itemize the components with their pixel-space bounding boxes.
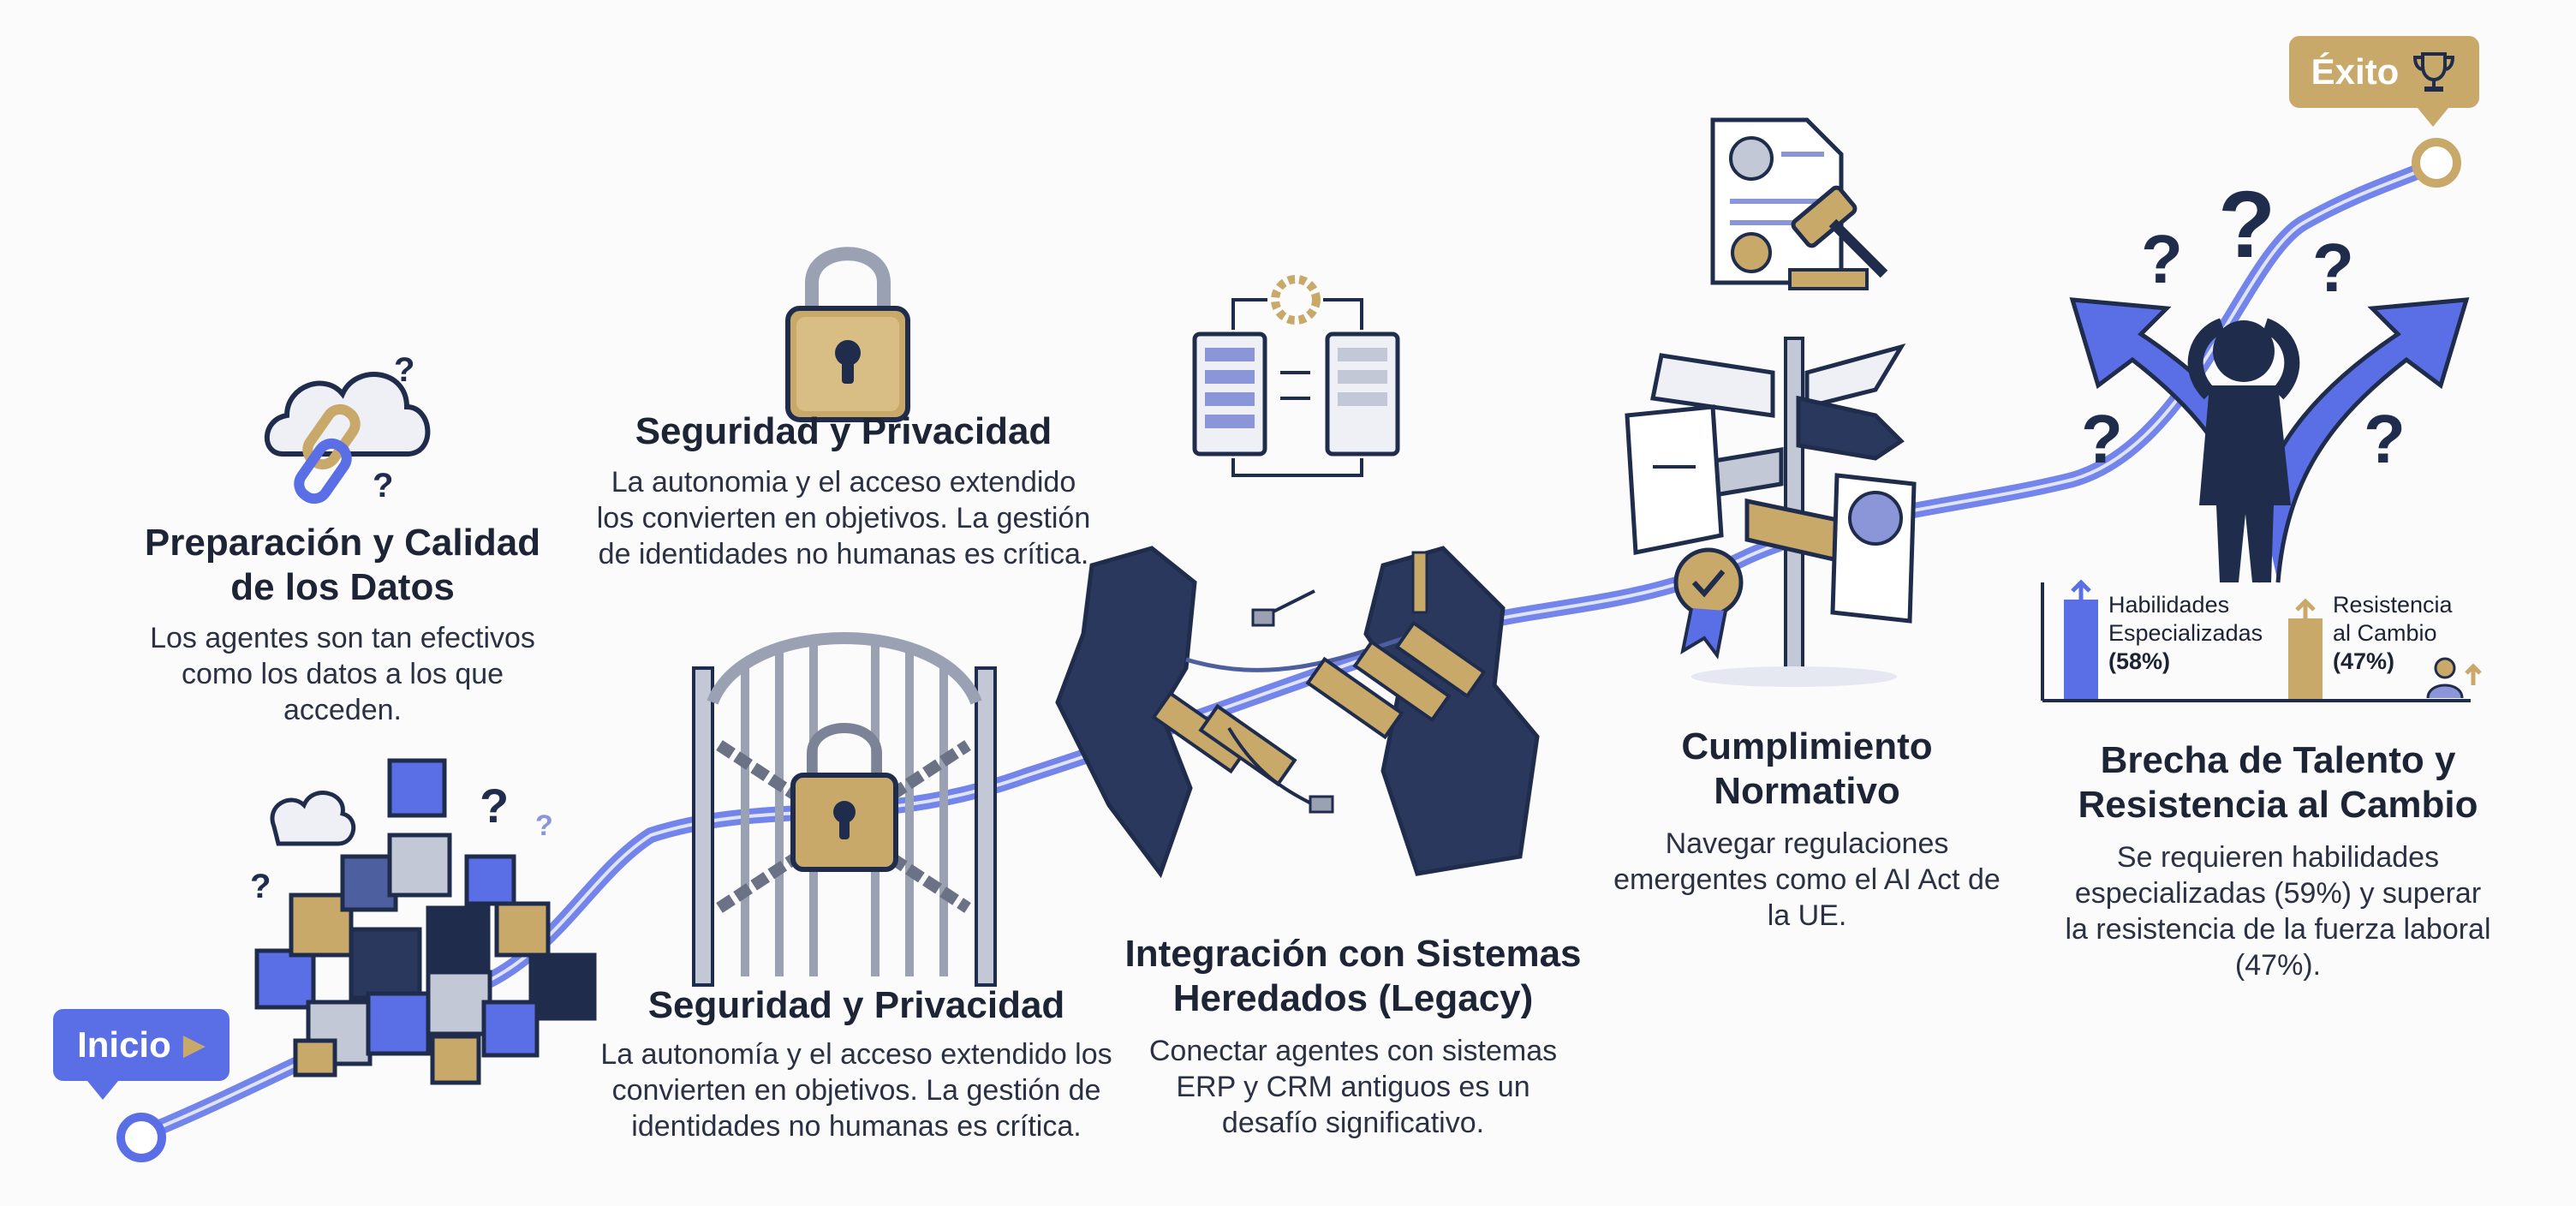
svg-text:?: ? xyxy=(2081,401,2123,477)
stat-value: (58%) xyxy=(2108,648,2171,674)
start-node xyxy=(116,1113,166,1162)
stage-description: Se requieren habilidades especializadas … xyxy=(2065,841,2491,982)
svg-text:?: ? xyxy=(250,868,271,905)
stat-skills: Habilidades Especializadas (58%) xyxy=(2108,592,2263,674)
stat-resistance: Resistencia al Cambio (47%) xyxy=(2333,592,2453,674)
trophy-icon xyxy=(2413,52,2455,92)
broken-bridge-icon xyxy=(1055,546,1540,879)
stats-panel xyxy=(2041,579,2482,702)
person-icon xyxy=(2426,657,2464,699)
stat-value: (47%) xyxy=(2333,648,2395,674)
svg-text:?: ? xyxy=(2364,401,2406,477)
stage-security-top: Seguridad y Privacidad La autonomia y el… xyxy=(591,409,1096,572)
padlock-icon xyxy=(785,247,910,422)
svg-text:?: ? xyxy=(394,351,414,389)
stage-description: Navegar regulaciones emergentes como el … xyxy=(1613,827,2001,932)
end-node xyxy=(2412,138,2461,188)
documents-gavel-icon xyxy=(1710,117,1888,290)
stat-bar-resistance xyxy=(2288,618,2323,699)
stage-data-quality: Preparación y Calidad de los Datos Los a… xyxy=(120,521,565,728)
stage-compliance: Cumplimiento Normativo Navegar regulacio… xyxy=(1610,725,2004,934)
arrow-up-icon xyxy=(2465,663,2482,685)
server-sync-icon xyxy=(1192,275,1400,477)
play-icon: ▶ xyxy=(182,1029,206,1061)
stage-title: Seguridad y Privacidad xyxy=(635,410,1052,452)
arrow-up-icon xyxy=(2071,579,2091,600)
crossroads-person-icon: ? ? ? ? ? xyxy=(2069,172,2470,583)
stage-title: Brecha de Talento y Resistencia al Cambi… xyxy=(2078,739,2478,826)
start-badge: Inicio ▶ xyxy=(53,1009,230,1100)
svg-text:?: ? xyxy=(2141,221,2183,297)
cloud-chain-icon: ? ? xyxy=(264,351,431,504)
stage-title: Preparación y Calidad de los Datos xyxy=(144,522,541,608)
stage-title: Seguridad y Privacidad xyxy=(647,984,1065,1026)
svg-text:?: ? xyxy=(2218,172,2275,278)
stage-legacy-integration: Integración con Sistemas Heredados (Lega… xyxy=(1113,932,1593,1141)
cube-pile-icon: ? ? ? xyxy=(250,758,597,1085)
stage-security-bottom: Seguridad y Privacidad La autonomía y el… xyxy=(599,983,1113,1144)
locked-gate-icon xyxy=(692,632,997,987)
stage-title: Cumplimiento Normativo xyxy=(1681,725,1933,812)
svg-text:?: ? xyxy=(2312,230,2354,306)
stat-bar-skills xyxy=(2064,600,2098,699)
stage-title: Integración con Sistemas Heredados (Lega… xyxy=(1124,933,1582,1019)
svg-text:?: ? xyxy=(480,779,509,833)
svg-text:?: ? xyxy=(373,467,393,504)
stage-description: La autonomía y el acceso extendido los c… xyxy=(600,1038,1112,1143)
stage-talent-gap: Brecha de Talento y Resistencia al Cambi… xyxy=(2055,738,2501,983)
end-badge: Éxito xyxy=(2289,36,2479,127)
stage-description: La autonomia y el acceso extendido los c… xyxy=(596,466,1091,570)
svg-text:?: ? xyxy=(535,809,553,842)
stage-description: Los agentes son tan efectivos como los d… xyxy=(150,622,535,726)
signpost-icon xyxy=(1625,337,1917,687)
arrow-up-icon xyxy=(2295,598,2316,630)
stage-description: Conectar agentes con sistemas ERP y CRM … xyxy=(1148,1035,1558,1139)
